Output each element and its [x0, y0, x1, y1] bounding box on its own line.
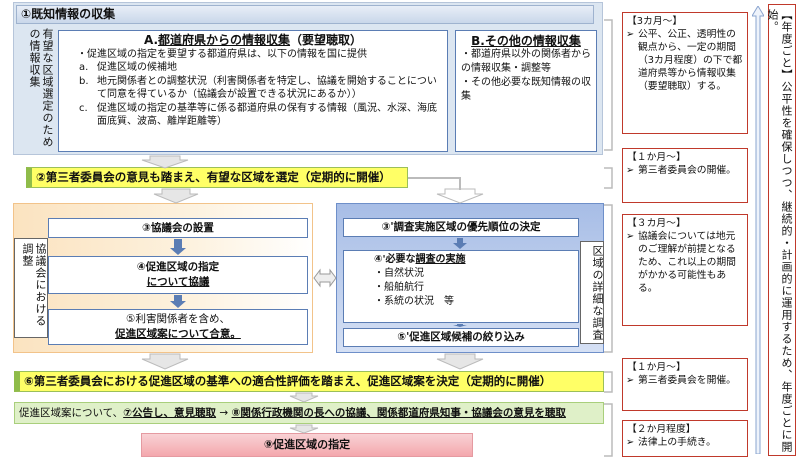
- step4-survey: ④'必要な調査の実施 ・自然状況 ・船舶航行 ・系統の状況 等: [343, 250, 579, 323]
- survey-item: ・系統の状況 等: [374, 296, 454, 307]
- down-arrow-icon: [170, 239, 186, 255]
- step5-narrow-candidates: ⑤'促進区域候補の絞り込み: [343, 328, 579, 347]
- note-stage6: 【１か月～】 ➢第三者委員会を開催。: [622, 358, 748, 411]
- survey-item: ・自然状況: [374, 268, 424, 279]
- box-b-line: ・その他必要な既知情報の収集: [461, 77, 591, 102]
- stage9-designation: ⑨促進区域の指定: [141, 433, 473, 457]
- bracket-connector: [604, 167, 613, 189]
- connector-line: [408, 177, 461, 190]
- down-arrow-icon: [453, 238, 467, 249]
- box-a-prefecture-info: A.都道府県からの情報収集（要望聴取） ・促進区域の指定を要望する都道府県は、以…: [58, 30, 448, 152]
- stage3-left-side-label: 協議会における調整: [14, 238, 48, 338]
- box-b-line: ・都道府県以外の関係者からの情報収集・調整等: [461, 49, 591, 74]
- box-a-title: A.都道府県からの情報収集（要望聴取）: [143, 33, 363, 47]
- stage6-decide-draft: ⑥第三者委員会における促進区域の基準への適合性評価を踏まえ、促進区域案を決定（定…: [14, 371, 604, 392]
- note-stage3: 【３カ月～】 ➢協議会については地元のご理解が前提となるため、これ以上の期間がか…: [622, 214, 748, 326]
- yearly-cycle-note: 【年度ごと】公平性を確保しつつ、継続的・計画的に運用するため、年度ごとに開始。: [766, 4, 796, 456]
- step4-consult-designation: ④促進区域の指定 について協議: [48, 256, 308, 294]
- down-arrow-icon: [436, 353, 484, 370]
- down-arrow-icon: [141, 155, 189, 169]
- down-arrow-icon: [436, 188, 484, 204]
- step3-council-setup: ③協議会の設置: [48, 218, 308, 238]
- note-stage1: 【3カ月～】 ➢公平、公正、透明性の観点から、一定の期間（3カ月程度）の下で都道…: [622, 12, 748, 134]
- down-arrow-icon: [289, 392, 319, 403]
- bracket-connector: [604, 403, 613, 457]
- down-arrow-icon: [289, 424, 319, 434]
- down-arrow-icon: [141, 353, 189, 370]
- stage3-right-side-label: 区域の詳細な調査: [580, 241, 604, 344]
- stage7-8-public-notice: 促進区域案について、⑦公告し、意見聴取 → ⑧関係行政機関の長への協議、関係都道…: [14, 402, 604, 424]
- stage1-side-label: 有望な区域選定のための情報収集: [28, 28, 54, 148]
- note-stage7-9: 【２か月程度】 ➢法律上の手続き。: [622, 420, 748, 457]
- down-arrow-icon: [453, 324, 467, 327]
- bracket-connector: [604, 204, 613, 353]
- box-a-item: a.促進区域の候補地: [79, 62, 177, 73]
- stage2-select-area: ②第三者委員会の意見も踏まえ、有望な区域を選定（定期的に開催）: [26, 167, 408, 188]
- box-b-title: B.その他の情報収集: [471, 34, 581, 48]
- box-a-item: b.地元関係者との調整状況（利害関係者を特定し、協議を開始することについて同意を…: [79, 75, 437, 101]
- yearly-cycle-arrow-icon: [752, 6, 764, 454]
- step5-agreement: ⑤利害関係者を含め、 促進区域案について合意。: [48, 309, 308, 345]
- step3-priority-decision: ③'調査実施区域の優先順位の決定: [343, 218, 579, 237]
- box-a-item: c.促進区域の指定の基準等に係る都道府県の保有する情報（風況、水深、海底面底質、…: [79, 102, 437, 128]
- down-arrow-icon: [170, 295, 186, 308]
- stage1-title: ①既知情報の収集: [16, 5, 594, 24]
- bracket-connector: [604, 19, 613, 151]
- note-stage2: 【１か月～】 ➢第三者委員会の開催。: [622, 148, 748, 203]
- bracket-connector: [604, 371, 613, 393]
- bidirectional-arrow-icon: [313, 268, 337, 288]
- box-a-lead: ・促進区域の指定を要望する都道府県は、以下の情報を国に提供: [77, 48, 367, 60]
- box-b-other-info: B.その他の情報収集 ・都道府県以外の関係者からの情報収集・調整等 ・その他必要…: [455, 30, 597, 152]
- down-arrow-icon: [153, 188, 199, 204]
- survey-item: ・船舶航行: [374, 282, 424, 293]
